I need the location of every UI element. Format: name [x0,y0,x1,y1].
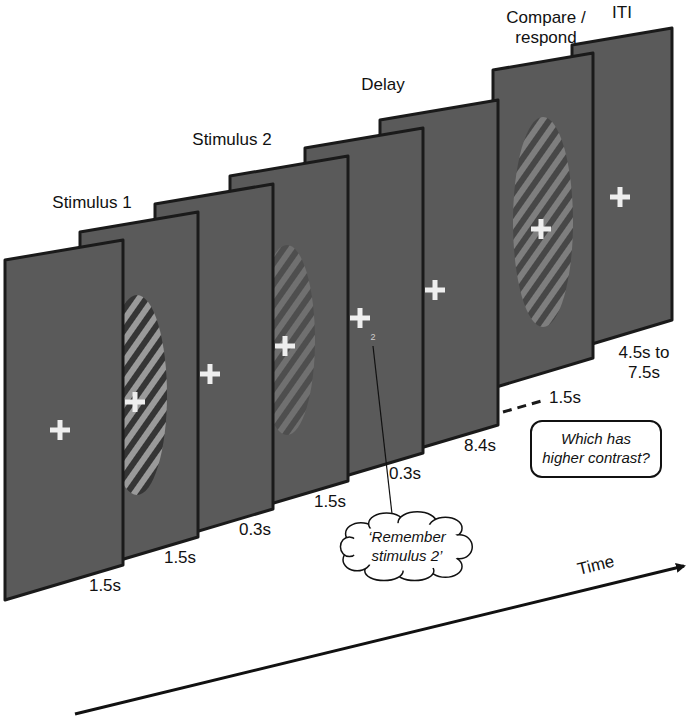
text-label: 0.3s [239,520,271,540]
text-label: 8.4s [464,436,496,456]
question-box: Which has higher contrast? [530,420,662,478]
node-text: ‘Remember stimulus 2’ [361,528,453,566]
text-label: Compare / respond [500,8,592,49]
time-arrow [75,566,684,714]
text-label: Stimulus 2 [192,130,271,150]
text-label: Stimulus 1 [52,193,131,213]
leader-line [373,346,392,514]
text-label: 1.5s [549,388,581,408]
ellipsis-dashes [503,400,545,412]
grating [513,117,573,327]
text-label: 1.5s [164,548,196,568]
compare-screen [493,53,593,388]
text-label: 4.5s to 7.5s [614,343,674,384]
thought-cloud: ‘Remember stimulus 2’ [343,514,471,580]
text-label: Time [576,552,617,581]
text-label: 2 [370,333,375,342]
node-text: Which has higher contrast? [540,430,652,468]
text-label: ITI [612,3,632,23]
text-label: Delay [361,75,404,95]
text-label: 1.5s [89,576,121,596]
text-label: 0.3s [389,464,421,484]
fixation-screen [5,240,123,600]
text-label: 1.5s [314,492,346,512]
